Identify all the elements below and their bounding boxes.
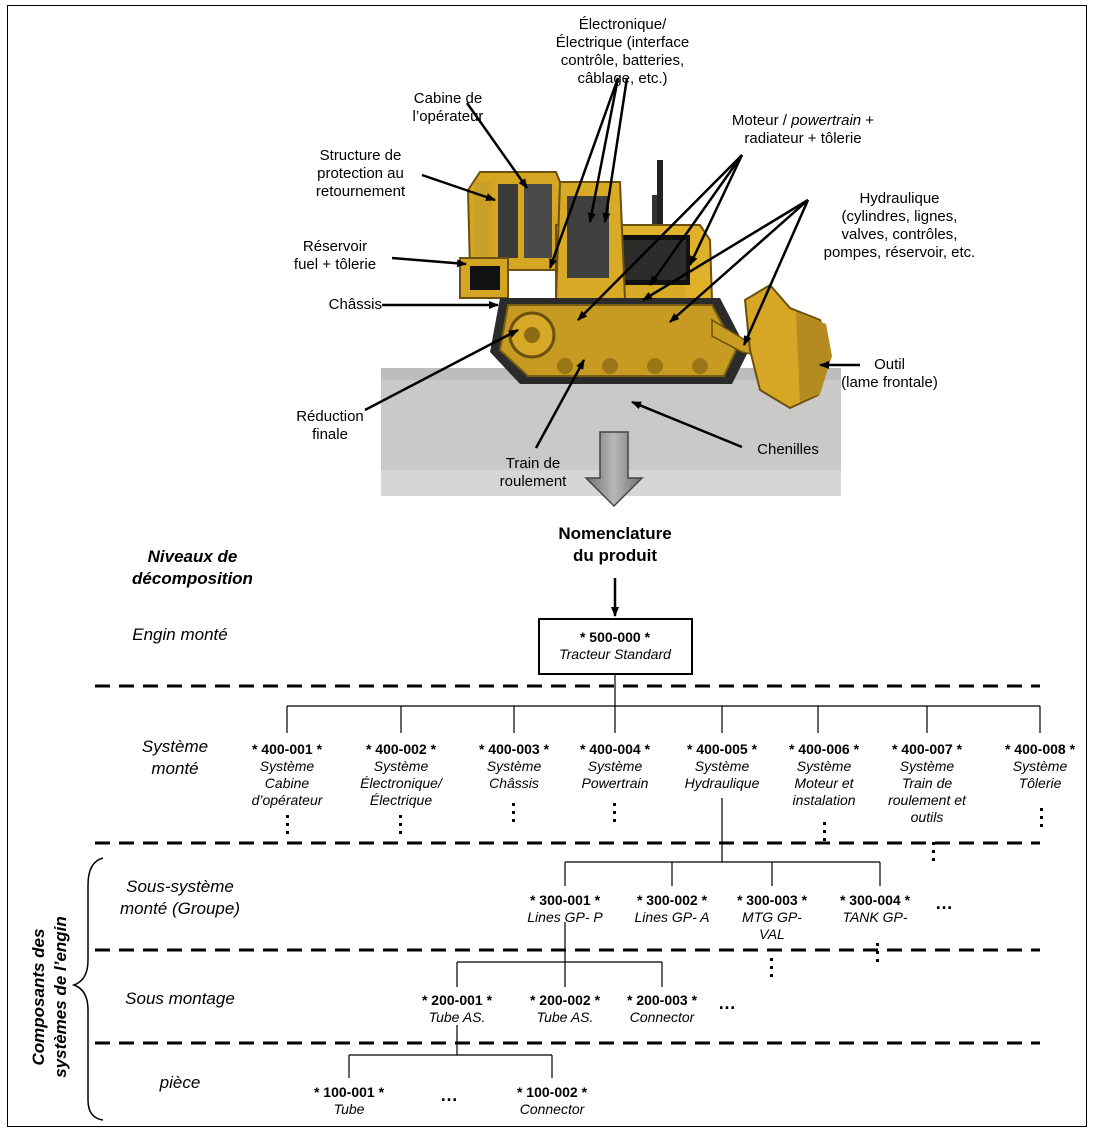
node-part: * 100-002 * Connector	[517, 1084, 587, 1118]
node-system: * 400-006 * Système Moteur et instalatio…	[789, 741, 859, 809]
node-code: * 400-001 *	[251, 741, 323, 757]
level-sous-systeme: Sous-système monté (Groupe)	[120, 877, 240, 918]
continuation-dots	[932, 842, 936, 866]
continuation-dots	[823, 822, 827, 846]
node-system: * 400-003 * Système Châssis	[479, 741, 549, 792]
node-name: Tube AS.	[428, 1009, 486, 1025]
node-name: Tracteur Standard	[559, 646, 671, 662]
label-chassis: Châssis	[328, 296, 382, 313]
level-sous-montage: Sous montage	[125, 989, 235, 1008]
diagram-frame	[7, 5, 1087, 1127]
continuation-dots	[512, 803, 516, 827]
node-name: Système Moteur et instalation	[792, 758, 856, 808]
node-root: * 500-000 * Tracteur Standard	[559, 629, 671, 663]
composants-brace	[71, 857, 104, 1121]
node-part: * 100-001 * Tube	[314, 1084, 384, 1118]
label-chenilles: Chenilles	[757, 441, 819, 458]
node-name: MTG GP- VAL	[742, 909, 802, 942]
node-name: Système Cabine d’opérateur	[251, 758, 323, 808]
label-train: Train de roulement	[499, 455, 567, 490]
node-code: * 400-004 *	[579, 741, 651, 757]
node-system: * 400-001 * Système Cabine d’opérateur	[252, 741, 323, 809]
node-code: * 200-003 *	[626, 992, 698, 1008]
node-subsystem: * 300-003 * MTG GP- VAL	[737, 892, 807, 943]
node-name: TANK GP-	[842, 909, 908, 925]
node-name: Système Châssis	[486, 758, 542, 791]
node-system: * 400-004 * Système Powertrain	[580, 741, 650, 792]
node-name: Tube AS.	[536, 1009, 594, 1025]
level-piece: pièce	[159, 1073, 201, 1092]
node-code: * 400-008 *	[1004, 741, 1076, 757]
label-structure: Structure de protection au retournement	[315, 147, 406, 200]
node-code: * 400-007 *	[891, 741, 963, 757]
ellipsis: …	[935, 893, 954, 913]
node-code: * 100-001 *	[313, 1084, 385, 1100]
node-system: * 400-007 * Système Train de roulement e…	[888, 741, 966, 826]
big-down-arrow	[584, 431, 644, 508]
node-subassembly: * 200-003 * Connector	[627, 992, 697, 1026]
node-subsystem: * 300-004 * TANK GP-	[840, 892, 910, 926]
continuation-dots	[1040, 808, 1044, 832]
label-reduction: Réduction finale	[296, 408, 364, 443]
node-name: Connector	[519, 1101, 585, 1117]
continuation-dots	[286, 815, 290, 839]
level-separators	[95, 684, 1040, 1045]
level-systeme: Système monté	[141, 737, 209, 778]
ellipsis: …	[718, 993, 737, 1013]
node-name: Lines GP- P	[527, 909, 603, 925]
label-hydraulique: Hydraulique (cylindres, lignes, valves, …	[823, 190, 976, 261]
node-code: * 300-002 *	[636, 892, 708, 908]
node-code: * 400-005 *	[686, 741, 758, 757]
label-electronique: Électronique/ Électrique (interface cont…	[555, 16, 690, 87]
node-subsystem: * 300-002 * Lines GP- A	[635, 892, 710, 926]
tree-connectors	[286, 674, 1041, 1078]
node-code: * 200-001 *	[421, 992, 493, 1008]
continuation-dots	[876, 943, 880, 967]
node-code: * 100-002 *	[516, 1084, 588, 1100]
node-code: * 500-000 *	[579, 629, 651, 645]
level-engin: Engin monté	[132, 625, 228, 644]
node-name: Système Train de roulement et outils	[888, 758, 966, 825]
label-cabine: Cabine de l’opérateur	[412, 90, 484, 125]
node-system: * 400-005 * Système Hydraulique	[685, 741, 760, 792]
node-name: Système Hydraulique	[684, 758, 760, 791]
label-moteur: Moteur / powertrain + radiateur + tôleri…	[731, 112, 875, 147]
node-code: * 400-002 *	[365, 741, 437, 757]
node-system: * 400-008 * Système Tôlerie	[1005, 741, 1075, 792]
composants-label: Composants des systèmes de l’engin	[29, 916, 70, 1078]
node-name: Système Électronique/ Électrique	[360, 758, 442, 808]
node-code: * 300-001 *	[529, 892, 601, 908]
node-subassembly: * 200-001 * Tube AS.	[422, 992, 492, 1026]
node-name: Lines GP- A	[634, 909, 710, 925]
levels-title: Niveaux de décomposition	[132, 547, 253, 588]
continuation-dots	[770, 958, 774, 982]
node-name: Système Tôlerie	[1012, 758, 1068, 791]
node-name: Système Powertrain	[581, 758, 649, 791]
node-code: * 300-003 *	[736, 892, 808, 908]
nomenclature-title: Nomenclature du produit	[558, 524, 672, 565]
node-subassembly: * 200-002 * Tube AS.	[530, 992, 600, 1026]
node-code: * 300-004 *	[839, 892, 911, 908]
node-name: Connector	[629, 1009, 695, 1025]
node-code: * 400-003 *	[478, 741, 550, 757]
continuation-dots	[399, 815, 403, 839]
node-code: * 200-002 *	[529, 992, 601, 1008]
node-subsystem: * 300-001 * Lines GP- P	[527, 892, 602, 926]
label-outil: Outil (lame frontale)	[841, 356, 938, 391]
node-system: * 400-002 * Système Électronique/ Électr…	[360, 741, 442, 809]
node-code: * 400-006 *	[788, 741, 860, 757]
ellipsis: …	[440, 1085, 459, 1105]
label-reservoir: Réservoir fuel + tôlerie	[293, 238, 377, 273]
node-name: Tube	[333, 1101, 365, 1117]
callout-arrows	[364, 77, 860, 617]
continuation-dots	[613, 803, 617, 827]
